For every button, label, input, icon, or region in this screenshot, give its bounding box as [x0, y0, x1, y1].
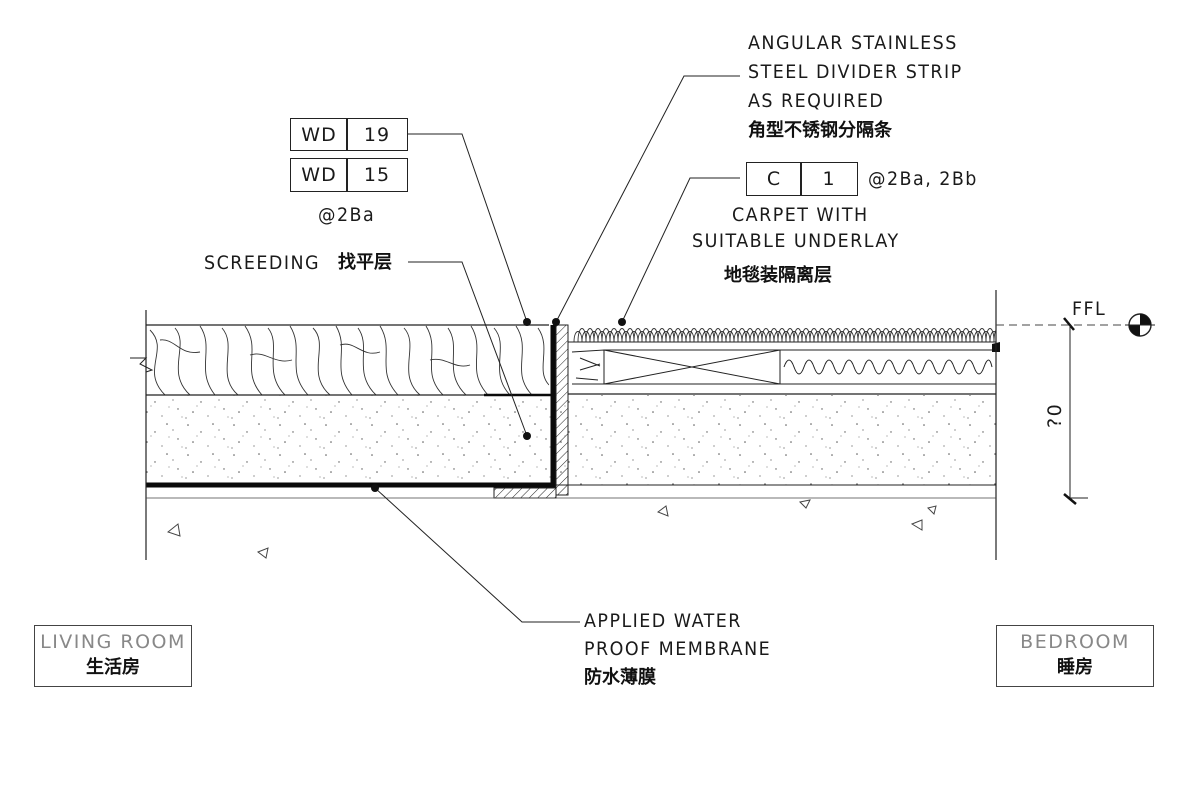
ffl-datum-icon: [1125, 313, 1155, 337]
dimension-label: ?0: [1044, 402, 1066, 428]
membrane-label-cn: 防水薄膜: [584, 667, 656, 688]
tag-wd15-code: WD: [290, 158, 348, 192]
waterproof-membrane: [146, 325, 556, 488]
angular-strip-label-3: AS REQUIRED: [748, 90, 885, 112]
c1-reference: @2Ba, 2Bb: [868, 168, 978, 190]
room-bedroom-cn: 睡房: [1057, 657, 1093, 678]
membrane-label-2: PROOF MEMBRANE: [584, 638, 772, 660]
carpet-label-1: CARPET WITH: [732, 204, 869, 226]
angular-strip-label-2: STEEL DIVIDER STRIP: [748, 61, 963, 83]
carpet-underlay: [571, 349, 997, 385]
tag-wd19-number: 19: [346, 118, 408, 151]
screeding-label-cn: 找平层: [338, 252, 392, 273]
tag-wd15-number: 15: [346, 158, 408, 192]
divider-strip: [555, 324, 569, 496]
ffl-label: FFL: [1072, 298, 1107, 320]
structural-slab: [146, 490, 996, 556]
angular-strip-label-1: ANGULAR STAINLESS: [748, 32, 958, 54]
carpet-label-cn: 地毯装隔离层: [724, 265, 832, 286]
angular-strip-label-cn: 角型不锈钢分隔条: [748, 120, 892, 141]
room-label-living: LIVING ROOM 生活房: [34, 625, 192, 687]
tag-c1-code: C: [746, 162, 802, 196]
membrane-label-1: APPLIED WATER: [584, 610, 742, 632]
room-living-en: LIVING ROOM: [40, 631, 186, 653]
timber-flooring: [149, 325, 549, 395]
tag-c1-number: 1: [800, 162, 858, 196]
carpet-label-2: SUITABLE UNDERLAY: [692, 230, 900, 252]
room-living-cn: 生活房: [86, 657, 140, 678]
carpet-pile: [573, 328, 996, 342]
room-bedroom-en: BEDROOM: [1020, 631, 1130, 653]
tag-wd19-code: WD: [290, 118, 348, 151]
room-label-bedroom: BEDROOM 睡房: [996, 625, 1154, 687]
screeding-label: SCREEDING: [204, 252, 321, 274]
screed-layer: [146, 395, 996, 485]
wd-reference: @2Ba: [318, 204, 376, 226]
